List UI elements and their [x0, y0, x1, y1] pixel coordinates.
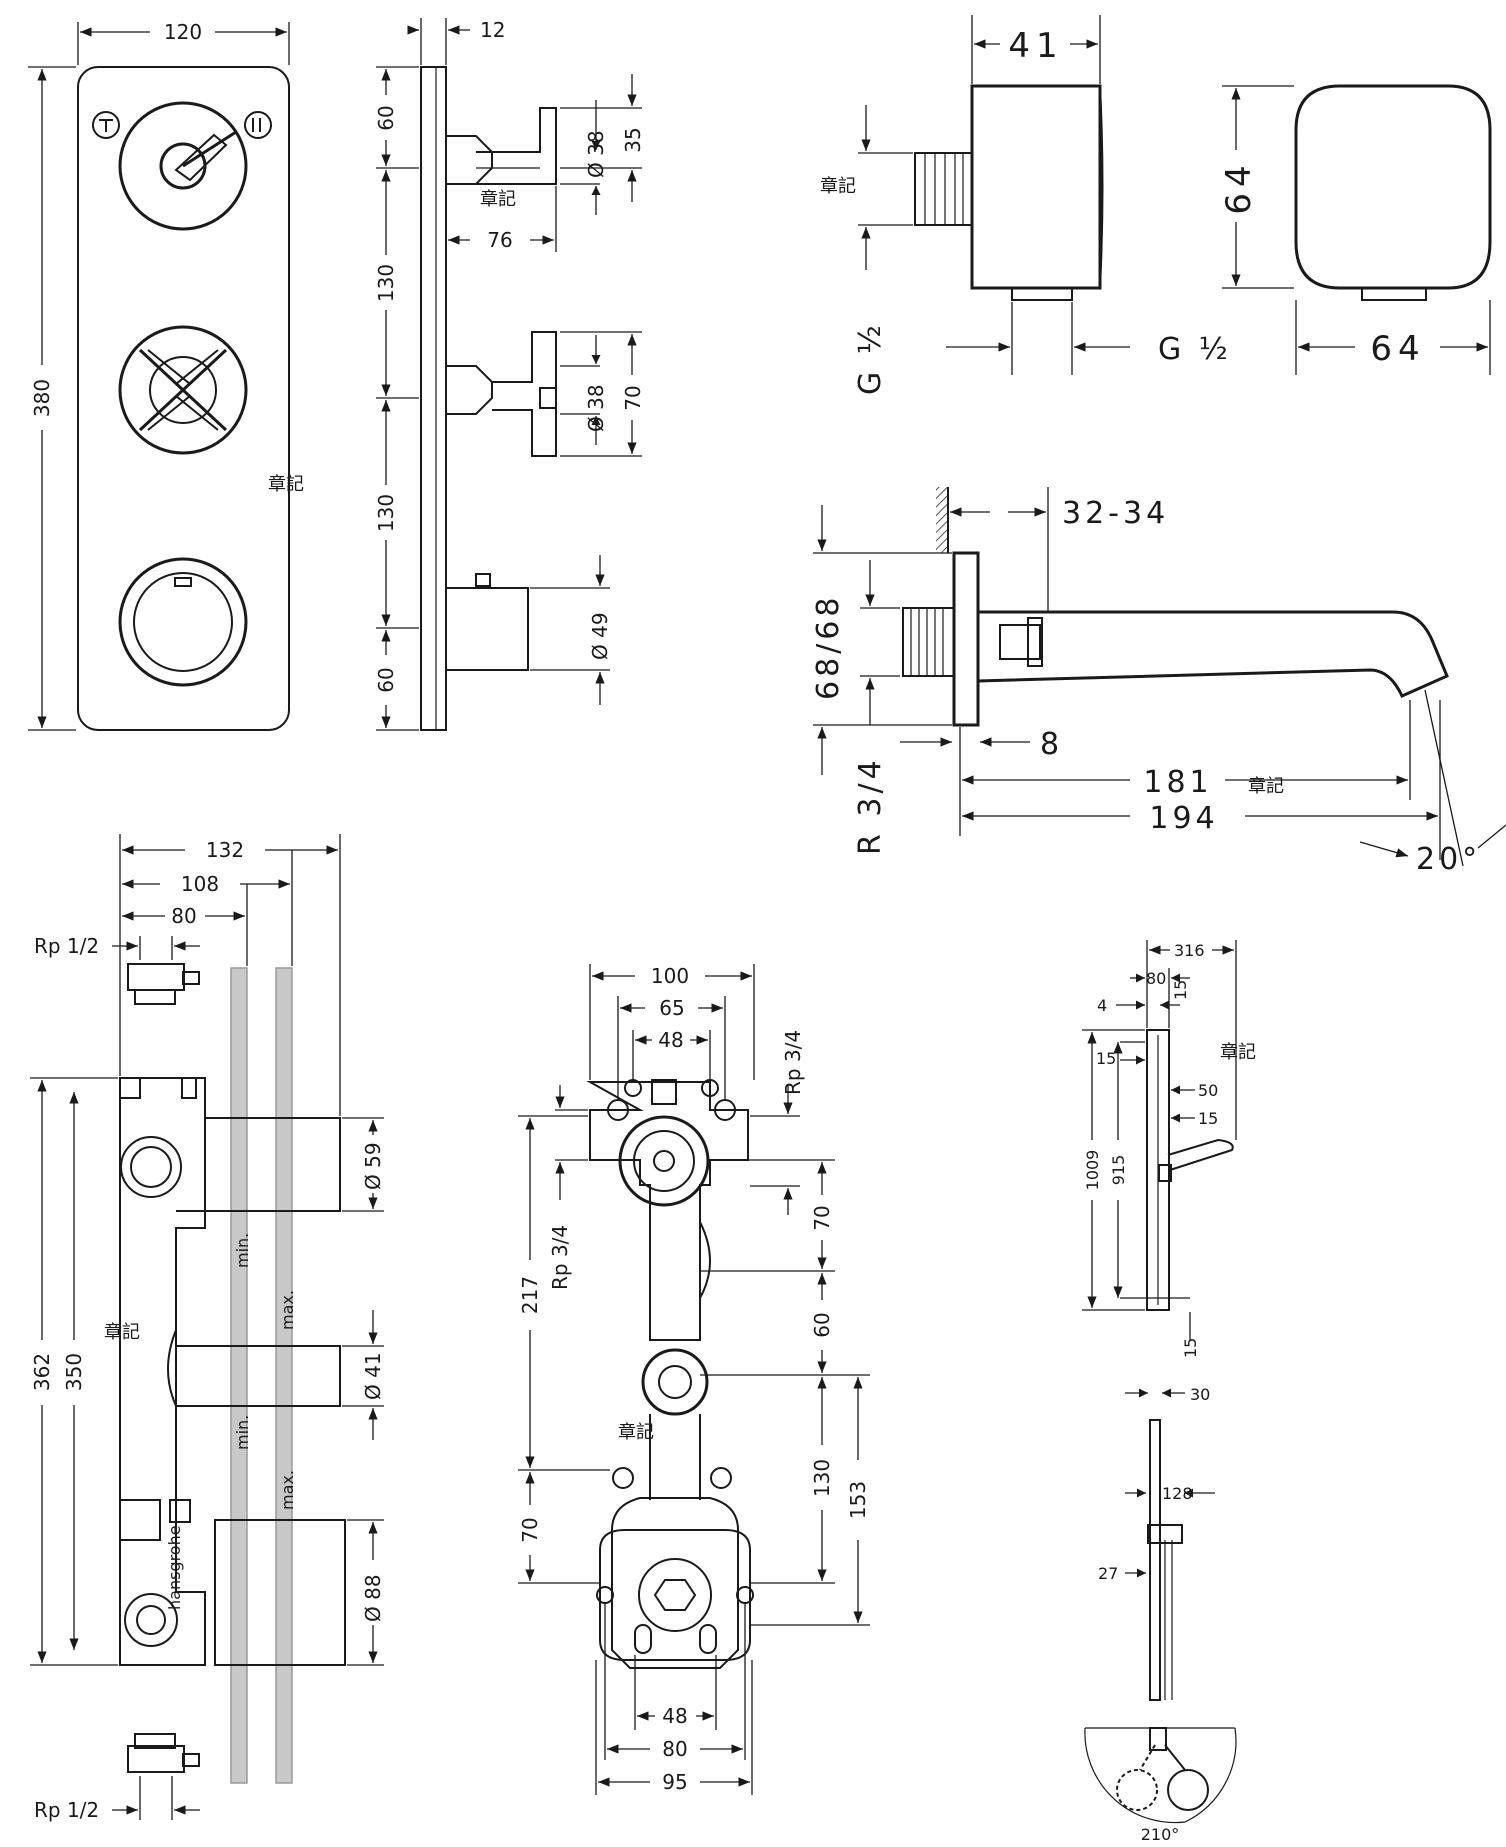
dim-spout-reach-2: 194	[1149, 801, 1218, 836]
dim-spacing-2: 130	[374, 494, 398, 532]
dim-panel-height: 380	[30, 379, 54, 417]
dim-body-w3: 80	[171, 904, 196, 928]
dim-front-top-w3: 48	[658, 1028, 683, 1052]
dim-front-top-w1: 100	[651, 964, 689, 988]
dim-handle-b-dia: Ø 38	[584, 384, 608, 432]
dim-top: 60	[374, 105, 398, 130]
stamp-4: 章記	[1248, 776, 1284, 797]
dim-thickness: 12	[480, 18, 505, 42]
valve-body-side: hansgrohe 132 108 80 Rp 1/2 Rp 1/2	[30, 834, 385, 1822]
dim-outlet-width: 64	[1370, 329, 1425, 369]
dim-outlet-height: 64	[1219, 159, 1259, 214]
dim-front-bot-w1: 48	[662, 1704, 687, 1728]
label-max-1: max.	[278, 1290, 297, 1330]
dim-projection: 76	[487, 228, 512, 252]
dim-body-w2: 108	[181, 872, 219, 896]
dim-front-bot-w2: 80	[662, 1737, 687, 1761]
shower-rail: 316 80 15 4 1009 915 15 50 15 15 章記	[1082, 940, 1256, 1358]
dim-front-top-w2: 65	[659, 996, 684, 1020]
dim-body-h-total: 362	[30, 1353, 54, 1391]
dim-panel-width: 120	[164, 20, 202, 44]
dim-spout-angle: 20°	[1416, 842, 1481, 877]
dim-outlet-thread: G ½	[853, 321, 888, 395]
stamp-6: 章記	[618, 1422, 654, 1443]
dim-body-h-inner: 350	[62, 1353, 86, 1391]
panel-front-view: 120 380 章記	[28, 20, 304, 731]
dim-body-dia-1: Ø 59	[361, 1142, 385, 1190]
valve-body-front: 100 65 48 Rp 3/4 Rp 3/4 217 70	[518, 964, 870, 1795]
dim-rail-w-total: 316	[1174, 941, 1205, 960]
dim-rail-d-50: 50	[1198, 1081, 1218, 1100]
dim-rail-d-15b: 15	[1198, 1109, 1218, 1128]
push-knob	[118, 557, 248, 687]
stamp-2: 章記	[480, 189, 516, 210]
dim-front-h-70a: 70	[810, 1205, 834, 1230]
label-min-2: min.	[233, 1415, 252, 1450]
hand-shower: 30 128 27 210°	[1084, 1385, 1237, 1844]
dim-knob-dia: Ø 49	[588, 612, 612, 660]
dim-body-thread-top: Rp 1/2	[34, 934, 99, 958]
dim-front-thread-r: Rp 3/4	[781, 1030, 805, 1095]
panel-side-view: 12 60 130 130 60 76 35 Ø 38	[374, 18, 645, 731]
dim-body-dia-2: Ø 41	[361, 1352, 385, 1400]
dim-rail-bottom-15: 15	[1181, 1338, 1200, 1358]
dim-front-bot-w3: 95	[662, 1770, 687, 1794]
label-min-1: min.	[233, 1233, 252, 1268]
wall-outlet-front: 64 64	[1219, 84, 1492, 375]
dim-spout-thread: R 3/4	[853, 756, 888, 855]
dim-spacing-1: 130	[374, 264, 398, 302]
stamp-5: 章記	[104, 1322, 140, 1343]
dim-front-h-153: 153	[846, 1481, 870, 1519]
dim-front-thread-l: Rp 3/4	[548, 1225, 572, 1290]
stamp-7: 章記	[1220, 1042, 1256, 1063]
dim-spout-wall: 32-34	[1062, 496, 1169, 531]
dim-front-h-130: 130	[810, 1459, 834, 1497]
temperature-dial	[92, 101, 272, 231]
dim-rail-dist-4: 4	[1097, 996, 1107, 1015]
spout-view: 32-34 68/68 R 3/4 8 181 194 20° 章記	[811, 487, 1506, 877]
dim-bottom: 60	[374, 667, 398, 692]
dim-handle-b-len: 70	[621, 385, 645, 410]
dim-front-h-70b: 70	[518, 1517, 542, 1542]
dim-spout-offset: 68/68	[811, 594, 846, 700]
stamp-3: 章記	[820, 176, 856, 197]
dim-rail-w-80: 80	[1146, 969, 1166, 988]
dim-rail-top-15: 15	[1096, 1049, 1116, 1068]
dim-front-h-60: 60	[810, 1312, 834, 1337]
dim-body-thread-bottom: Rp 1/2	[34, 1798, 99, 1822]
stamp-1: 章記	[268, 474, 304, 495]
dim-rail-h-1009: 1009	[1083, 1150, 1102, 1191]
dim-hand-128: 128	[1162, 1484, 1193, 1503]
cross-handle	[118, 325, 248, 455]
dim-body-dia-3: Ø 88	[361, 1574, 385, 1622]
wall-outlet-side: 41 G ½ G ½ 章記	[820, 15, 1232, 395]
dim-rail-h-915: 915	[1109, 1155, 1128, 1186]
dim-rail-gap-15a: 15	[1171, 980, 1190, 1000]
dim-outlet-depth: 41	[1008, 26, 1063, 66]
dim-outlet-thread-side: G ½	[1158, 332, 1232, 367]
brand-mark: hansgrohe	[165, 1525, 184, 1610]
dim-front-h-217: 217	[518, 1276, 542, 1314]
label-max-2: max.	[278, 1470, 297, 1510]
dim-hand-w: 30	[1190, 1385, 1210, 1404]
dim-hand-27: 27	[1098, 1564, 1118, 1583]
dim-spout-reach-1: 181	[1143, 765, 1212, 800]
dim-swivel: 210°	[1141, 1825, 1180, 1844]
dim-body-w1: 132	[206, 838, 244, 862]
dim-rosette: 8	[1040, 727, 1063, 762]
dim-handle-a-len: 35	[621, 127, 645, 152]
